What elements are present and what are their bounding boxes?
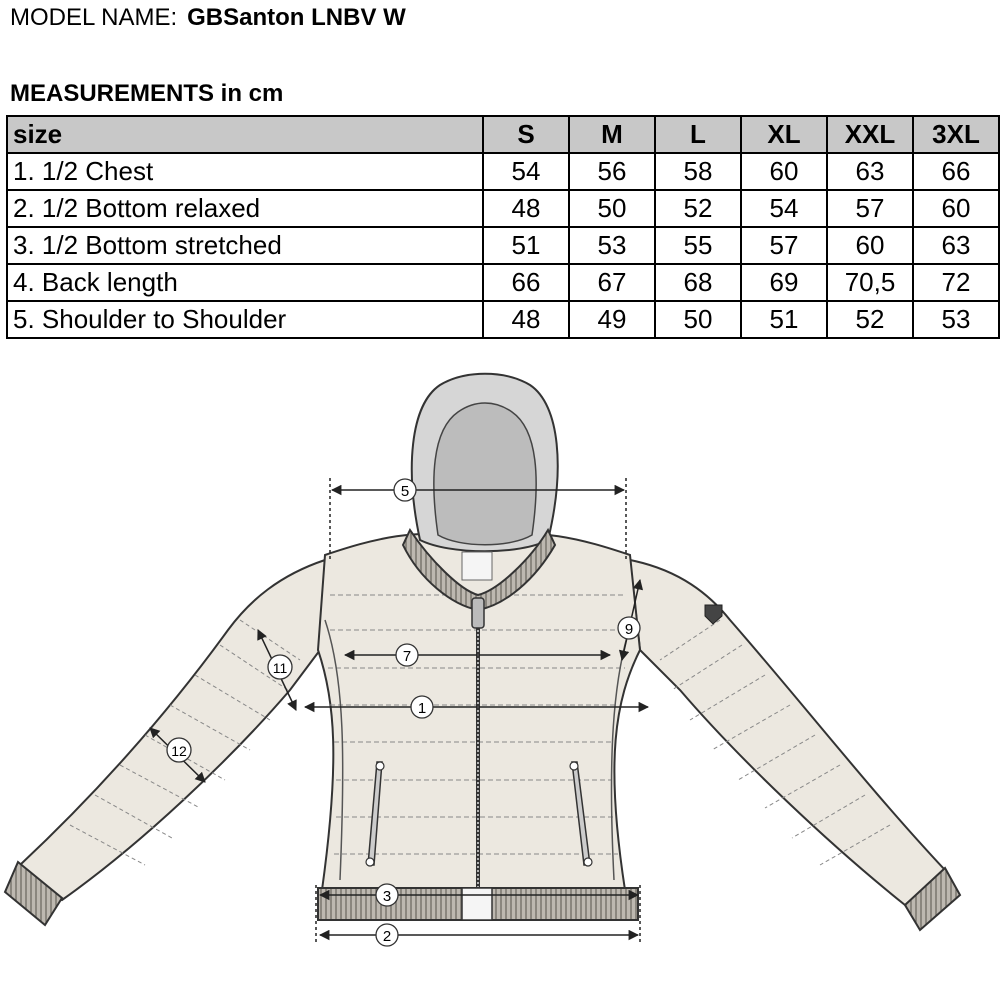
col-header-xxl: XXL — [826, 115, 914, 154]
table-cell: 66 — [912, 152, 1000, 191]
table-cell: 58 — [654, 152, 742, 191]
row-label: 4. Back length — [6, 263, 484, 302]
hood-inner — [433, 402, 537, 546]
row-label: 1. 1/2 Chest — [6, 152, 484, 191]
left-sleeve — [18, 558, 327, 902]
svg-text:5: 5 — [401, 483, 409, 500]
table-cell: 57 — [826, 189, 914, 228]
table-row: 1. 1/2 Chest 54 56 58 60 63 66 — [6, 152, 1000, 191]
table-cell: 63 — [826, 152, 914, 191]
right-pocket — [569, 761, 593, 867]
table-cell: 60 — [912, 189, 1000, 228]
table-cell: 67 — [568, 263, 656, 302]
table-row: 4. Back length 66 67 68 69 70,5 72 — [6, 263, 1000, 302]
table-cell: 69 — [740, 263, 828, 302]
svg-text:7: 7 — [403, 648, 411, 665]
jacket-technical-drawing: 5 7 1 9 11 12 3 2 — [3, 372, 962, 947]
svg-text:1: 1 — [418, 700, 426, 717]
table-row: 5. Shoulder to Shoulder 48 49 50 51 52 5… — [6, 300, 1000, 339]
table-cell: 60 — [826, 226, 914, 265]
right-cuff — [903, 866, 962, 932]
marker-12: 12 — [166, 737, 192, 763]
col-header-size: size — [6, 115, 484, 154]
table-cell: 53 — [912, 300, 1000, 339]
marker-2: 2 — [375, 923, 399, 947]
col-header-xl: XL — [740, 115, 828, 154]
table-cell: 55 — [654, 226, 742, 265]
table-cell: 72 — [912, 263, 1000, 302]
table-cell: 50 — [654, 300, 742, 339]
svg-text:2: 2 — [383, 928, 391, 945]
marker-3: 3 — [375, 883, 399, 907]
shield-badge-icon — [704, 604, 723, 625]
brand-label — [461, 551, 493, 581]
row-label: 5. Shoulder to Shoulder — [6, 300, 484, 339]
table-cell: 51 — [740, 300, 828, 339]
model-name-label: MODEL NAME: — [10, 4, 178, 31]
table-cell: 49 — [568, 300, 656, 339]
size-table-header: size S M L XL XXL 3XL — [6, 115, 1000, 154]
svg-text:3: 3 — [383, 888, 391, 905]
zipper-pull — [471, 597, 485, 629]
table-cell: 52 — [654, 189, 742, 228]
marker-11: 11 — [267, 654, 293, 680]
table-row: 2. 1/2 Bottom relaxed 48 50 52 54 57 60 — [6, 189, 1000, 228]
col-header-3xl: 3XL — [912, 115, 1000, 154]
row-label: 2. 1/2 Bottom relaxed — [6, 189, 484, 228]
table-cell: 52 — [826, 300, 914, 339]
col-header-l: L — [654, 115, 742, 154]
marker-7: 7 — [395, 643, 419, 667]
table-cell: 48 — [482, 300, 570, 339]
table-cell: 51 — [482, 226, 570, 265]
table-cell: 68 — [654, 263, 742, 302]
table-cell: 57 — [740, 226, 828, 265]
table-cell: 56 — [568, 152, 656, 191]
svg-text:12: 12 — [171, 743, 187, 759]
table-row: 3. 1/2 Bottom stretched 51 53 55 57 60 6… — [6, 226, 1000, 265]
size-table: size S M L XL XXL 3XL 1. 1/2 Chest 54 56… — [6, 115, 1000, 339]
table-cell: 54 — [740, 189, 828, 228]
collar — [401, 527, 557, 612]
table-cell: 53 — [568, 226, 656, 265]
measurements-title: MEASUREMENTS in cm — [10, 80, 284, 107]
table-cell: 70,5 — [826, 263, 914, 302]
svg-text:11: 11 — [273, 660, 288, 676]
left-pocket — [365, 761, 385, 867]
model-name: MODEL NAME: GBSanton LNBV W — [10, 4, 406, 32]
model-name-value: GBSanton LNBV W — [187, 4, 406, 31]
right-sleeve — [628, 558, 947, 907]
table-cell: 54 — [482, 152, 570, 191]
table-cell: 50 — [568, 189, 656, 228]
marker-9: 9 — [617, 616, 641, 640]
left-cuff — [3, 860, 64, 927]
svg-text:9: 9 — [625, 621, 633, 638]
marker-1: 1 — [410, 695, 434, 719]
table-cell: 60 — [740, 152, 828, 191]
table-cell: 48 — [482, 189, 570, 228]
table-cell: 63 — [912, 226, 1000, 265]
marker-5: 5 — [393, 478, 417, 502]
table-cell: 66 — [482, 263, 570, 302]
col-header-m: M — [568, 115, 656, 154]
col-header-s: S — [482, 115, 570, 154]
row-label: 3. 1/2 Bottom stretched — [6, 226, 484, 265]
